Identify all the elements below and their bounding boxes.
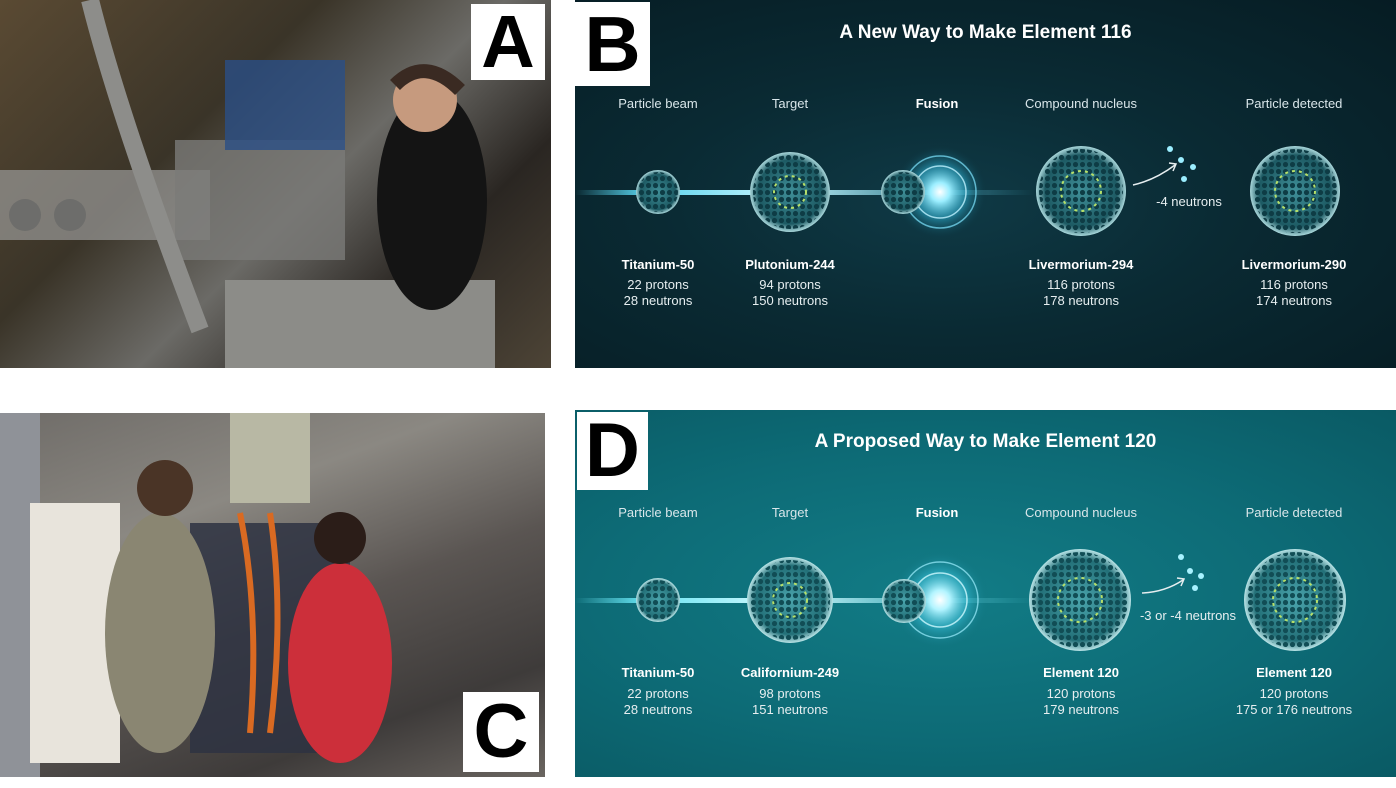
emitted-neutrons [1167,146,1196,182]
infographic-element-120: D A Proposed Way to Make Element 120 Par… [575,410,1396,777]
stage-heading-compound: Compound nucleus [1024,505,1138,520]
element-120-detected-nucleus [1244,549,1346,651]
infographic-title-120: A Proposed Way to Make Element 120 [814,431,1157,452]
panel-label-c: C [463,692,539,772]
proton-count-beam: 22 protons [627,686,689,701]
proton-count-target: 98 protons [759,686,821,701]
stage-heading-detected: Particle detected [1245,505,1343,520]
titanium-nucleus [636,578,680,622]
lab-photo-a [0,0,495,368]
livermorium-294-nucleus [1036,146,1126,236]
infographic-element-116: B A New Way to Make Element 116 Particle… [575,0,1396,368]
photo-panel-c: C [0,413,545,777]
neutron-count-detected: 175 or 176 neutrons [1235,702,1353,717]
lab-photo-c [0,413,392,777]
stage-heading-beam: Particle beam [618,96,698,111]
titanium-nucleus [636,170,680,214]
panel-label-d: D [577,412,648,490]
reaction-graphic-120 [575,549,1346,651]
isotope-name-target: Californium-249 [740,665,840,680]
infographic-title-116: A New Way to Make Element 116 [839,22,1132,43]
emission-label: -4 neutrons [1156,194,1222,209]
isotope-name-detected: Element 120 [1256,665,1332,680]
californium-nucleus [747,557,833,643]
stage-heading-target: Target [771,505,809,520]
neutron-count-detected: 174 neutrons [1256,293,1332,308]
isotope-name-detected: Livermorium-290 [1241,257,1347,272]
livermorium-290-nucleus [1250,146,1340,236]
element-120-compound-nucleus [1029,549,1131,651]
neutron-count-target: 151 neutrons [752,702,828,717]
stage-heading-detected: Particle detected [1245,96,1343,111]
neutron-count-target: 150 neutrons [752,293,828,308]
neutron-count-beam: 28 neutrons [623,702,693,717]
stage-heading-fusion: Fusion [915,505,959,520]
panel-label-a: A [471,4,545,80]
isotope-name-compound: Element 120 [1043,665,1119,680]
plutonium-nucleus [750,152,830,232]
emission-label: -3 or -4 neutrons [1139,608,1237,623]
proton-count-beam: 22 protons [627,277,689,292]
isotope-name-beam: Titanium-50 [621,257,695,272]
proton-count-detected: 120 protons [1259,686,1329,701]
isotope-name-target: Plutonium-244 [745,257,835,272]
neutron-count-compound: 179 neutrons [1043,702,1119,717]
fusion-glow [882,550,990,650]
panel-label-b: B [575,2,650,86]
photo-panel-a: A [0,0,551,368]
isotope-name-compound: Livermorium-294 [1028,257,1134,272]
neutron-count-beam: 28 neutrons [623,293,693,308]
stage-heading-fusion: Fusion [915,96,959,111]
proton-count-compound: 116 protons [1047,277,1115,292]
emitted-neutrons [1178,554,1204,591]
reaction-graphic-116 [575,144,1340,240]
emission-arrow [1141,579,1184,594]
proton-count-target: 94 protons [759,277,821,292]
neutron-count-compound: 178 neutrons [1043,293,1119,308]
emission-arrow [1132,164,1176,186]
stage-heading-target: Target [771,96,809,111]
stage-heading-compound: Compound nucleus [1024,96,1138,111]
proton-count-compound: 120 protons [1046,686,1116,701]
proton-count-detected: 116 protons [1260,277,1328,292]
isotope-name-beam: Titanium-50 [621,665,695,680]
fusion-glow [881,144,988,240]
stage-heading-beam: Particle beam [618,505,698,520]
